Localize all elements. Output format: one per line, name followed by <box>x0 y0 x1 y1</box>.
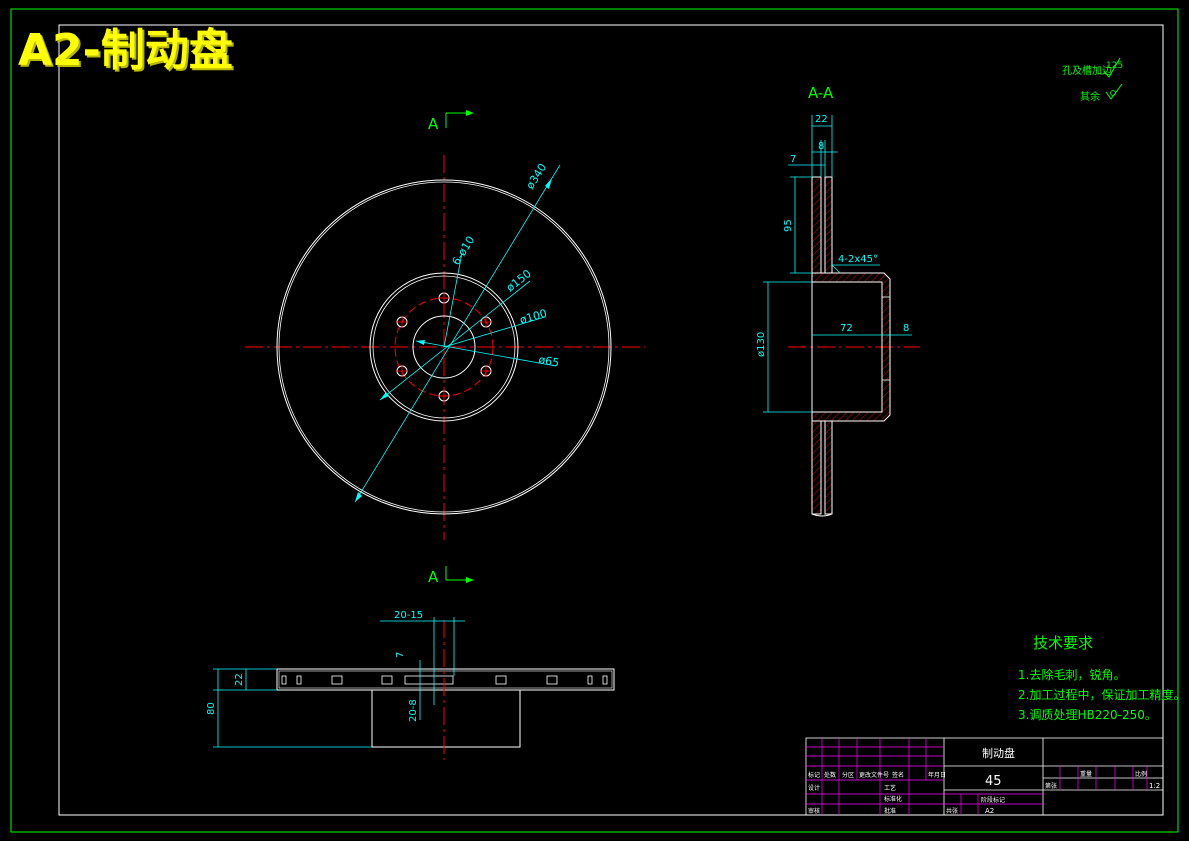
svg-text:125: 125 <box>1106 61 1123 71</box>
dim-20-8: 20-8 <box>408 699 419 722</box>
tech-requirement-item: 2.加工过程中，保证加工精度。 <box>1018 688 1186 702</box>
scale: 1:2 <box>1149 782 1160 790</box>
svg-text:共张: 共张 <box>946 807 958 815</box>
dim-8a: 8 <box>818 141 824 152</box>
svg-text:孔及槽加边: 孔及槽加边 <box>1062 64 1112 77</box>
dim-22b: 22 <box>234 673 245 686</box>
dim-8b: 8 <box>903 323 909 334</box>
center-bore <box>412 315 476 379</box>
section-mark-bottom: A <box>428 566 474 586</box>
dim-95: 95 <box>783 219 794 232</box>
bottom-view: 20-15 7 22 80 20-8 <box>206 610 615 760</box>
title-block <box>805 737 1164 816</box>
inner-border <box>58 24 1164 816</box>
bolt-holes <box>396 292 492 402</box>
outer-rim <box>276 179 612 515</box>
dim-line-100 <box>443 316 546 348</box>
dim-22: 22 <box>815 114 828 125</box>
svg-text:设计: 设计 <box>808 784 820 792</box>
dim-line-340 <box>354 177 553 503</box>
svg-text:年月日: 年月日 <box>928 771 946 779</box>
svg-text:其余: 其余 <box>1080 90 1100 103</box>
material: 45 <box>985 774 1002 789</box>
dim-7: 7 <box>790 154 796 165</box>
section-title: A-A <box>808 84 834 102</box>
svg-text:重量: 重量 <box>1080 770 1092 778</box>
tech-requirement-item: 3.调质处理HB220-250。 <box>1018 708 1157 722</box>
svg-text:审核: 审核 <box>808 807 820 815</box>
dim-d130: ø130 <box>756 332 767 357</box>
svg-text:标记: 标记 <box>808 771 820 779</box>
disc-edge <box>276 668 615 691</box>
tech-requirements-title: 技术要求 <box>1033 634 1094 652</box>
hub-outer-2 <box>372 275 516 419</box>
hub-section <box>811 272 891 422</box>
svg-text:处数: 处数 <box>824 771 836 779</box>
sheet-title: A2-制动盘 <box>18 25 233 76</box>
roughness-notes: 孔及槽加边 125 其余 <box>1062 57 1123 103</box>
dim-20-15: 20-15 <box>394 610 423 621</box>
dim-7b: 7 <box>395 652 406 658</box>
dim-line-6-10 <box>443 252 463 348</box>
dim-80: 80 <box>206 702 217 715</box>
svg-text:标准化: 标准化 <box>884 795 902 803</box>
svg-text:阶段标记: 阶段标记 <box>981 796 1005 804</box>
sheet-size: A2 <box>985 807 994 815</box>
svg-text:签名: 签名 <box>892 771 904 779</box>
dim-line-150 <box>379 280 531 401</box>
part-name: 制动盘 <box>982 746 1015 760</box>
dim-72: 72 <box>840 323 853 334</box>
svg-text:A: A <box>428 115 439 133</box>
svg-text:工艺: 工艺 <box>884 784 896 792</box>
svg-text:比例: 比例 <box>1135 770 1147 778</box>
hub-outer <box>369 272 519 422</box>
svg-text:A: A <box>428 568 439 586</box>
dim-chamfer: 4-2x45° <box>838 254 878 265</box>
section-view: A-A <box>756 84 920 517</box>
title-block-grid <box>806 738 1148 815</box>
svg-text:更改文件号: 更改文件号 <box>859 771 889 779</box>
disc-plate-bottom <box>811 420 822 515</box>
svg-text:第张: 第张 <box>1045 782 1057 790</box>
dim-d65: ø65 <box>537 353 560 369</box>
outer-border <box>10 8 1179 833</box>
dim-d100: ø100 <box>518 307 548 327</box>
roughness-symbol <box>1105 83 1123 100</box>
svg-text:批准: 批准 <box>884 807 896 815</box>
dim-line-65 <box>415 340 557 367</box>
front-view: ø340 6-ø10 ø150 ø100 ø65 A A <box>245 110 645 586</box>
hub-block <box>371 689 521 748</box>
dim-d340: ø340 <box>524 161 550 191</box>
outer-rim-inner <box>278 181 610 513</box>
dim-holes: 6-ø10 <box>450 234 478 268</box>
section-mark-top: A <box>428 110 474 133</box>
tech-requirement-item: 1.去除毛刺，锐角。 <box>1018 668 1126 682</box>
svg-text:分区: 分区 <box>842 771 854 779</box>
disc-plate-top <box>811 176 822 274</box>
